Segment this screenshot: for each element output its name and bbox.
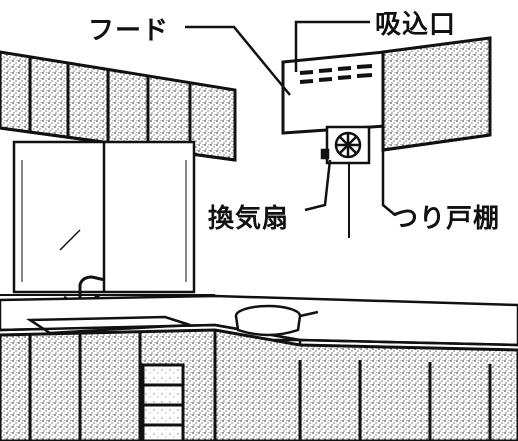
window xyxy=(12,140,196,294)
intake-label: 吸込口 xyxy=(375,10,457,40)
base-cabinets xyxy=(0,328,518,441)
fan-label: 換気扇 xyxy=(208,204,290,234)
range-hood xyxy=(281,50,394,135)
leader-lines xyxy=(185,20,396,216)
ventilation-fan xyxy=(320,125,371,165)
cooking-pot xyxy=(234,304,319,337)
hood-label: フード xyxy=(88,16,170,46)
cabinet-label: つり戸棚 xyxy=(392,204,501,234)
upper-cabinet-right xyxy=(381,36,492,152)
